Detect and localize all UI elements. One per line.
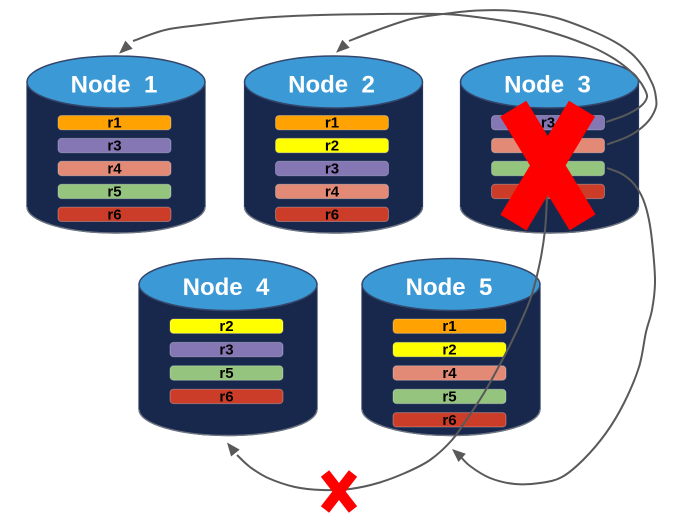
svg-text:r3: r3 <box>541 115 555 132</box>
svg-text:r4: r4 <box>325 183 340 200</box>
svg-text:Node 3: Node 3 <box>504 72 591 99</box>
svg-text:r5: r5 <box>107 183 121 200</box>
svg-text:r4: r4 <box>107 161 122 178</box>
svg-text:Node 5: Node 5 <box>406 274 493 301</box>
svg-text:Node 4: Node 4 <box>183 274 270 301</box>
svg-text:r1: r1 <box>325 115 339 132</box>
svg-text:r5: r5 <box>219 365 233 382</box>
svg-text:r3: r3 <box>325 161 339 178</box>
svg-text:r3: r3 <box>107 138 121 155</box>
svg-text:r2: r2 <box>325 138 339 155</box>
svg-text:Node 2: Node 2 <box>288 72 375 99</box>
svg-text:r2: r2 <box>442 342 456 359</box>
svg-text:r6: r6 <box>442 412 456 429</box>
svg-text:r2: r2 <box>219 318 233 335</box>
svg-text:r6: r6 <box>107 206 121 223</box>
svg-text:r1: r1 <box>442 318 456 335</box>
svg-text:Node 1: Node 1 <box>71 72 158 99</box>
svg-text:r6: r6 <box>325 206 339 223</box>
svg-text:r1: r1 <box>107 115 121 132</box>
svg-text:r4: r4 <box>442 365 457 382</box>
svg-text:r5: r5 <box>442 388 456 405</box>
svg-text:r6: r6 <box>219 388 233 405</box>
svg-text:r3: r3 <box>219 342 233 359</box>
